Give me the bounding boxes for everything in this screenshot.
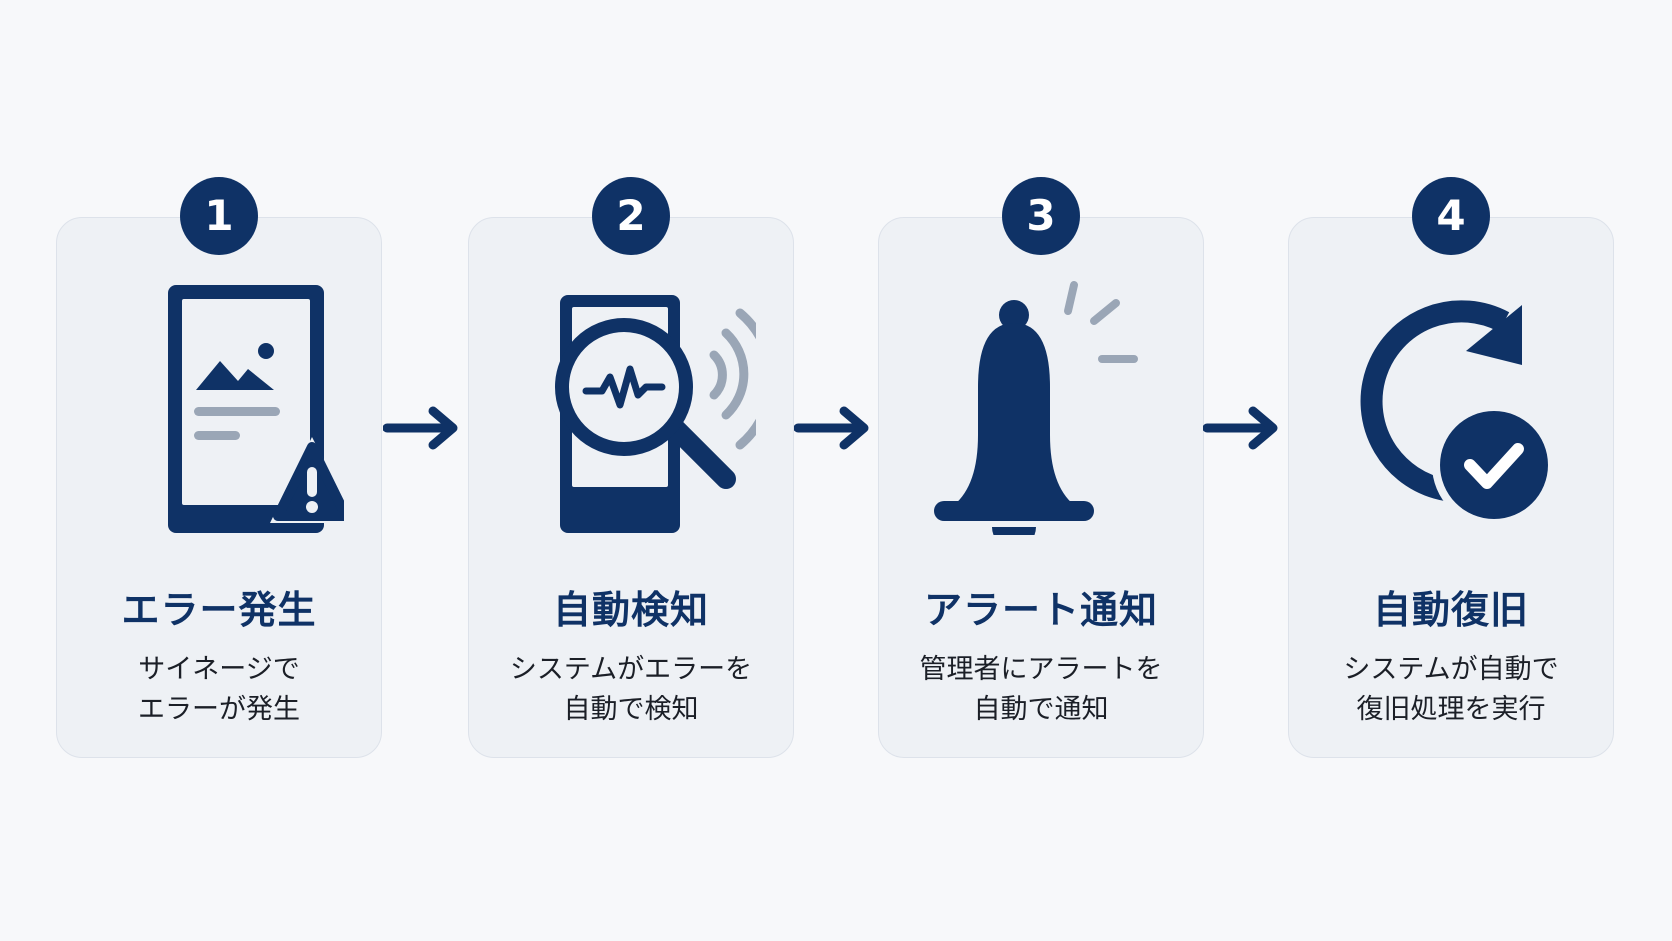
step-description-line: システムがエラーを	[509, 654, 753, 685]
refresh-check-icon	[1326, 275, 1576, 535]
arrow-right-icon	[794, 400, 876, 456]
bell-icon	[916, 275, 1166, 535]
step-description: 管理者にアラートを 自動で通知	[878, 650, 1204, 730]
step-title: 自動検知	[552, 588, 709, 632]
step-number-badge: 4	[1412, 177, 1490, 255]
step-description: システムがエラーを 自動で検知	[468, 650, 794, 730]
step-3: 3 アラート通知 管理者にアラートを 自動で通知	[878, 177, 1204, 758]
step-description-line: 自動で通知	[973, 694, 1109, 725]
step-description-line: サイネージで	[138, 654, 300, 685]
step-1: 1 エラー発生 サイネージで エラーが発生	[56, 177, 382, 758]
step-4: 4 自動復旧 システムが自動で 復旧処理を実行	[1288, 177, 1614, 758]
step-description-line: エラーが発生	[138, 694, 300, 725]
step-2: 2 自動検知 システムがエラーを 自動で検知	[468, 177, 794, 758]
arrow-right-icon	[383, 400, 465, 456]
step-description-line: 管理者にアラートを	[919, 654, 1163, 685]
step-title: エラー発生	[121, 588, 317, 632]
step-number-badge: 2	[592, 177, 670, 255]
arrow-right-icon	[1203, 400, 1285, 456]
step-description: サイネージで エラーが発生	[56, 650, 382, 730]
step-description-line: システムが自動で	[1343, 654, 1559, 685]
magnifier-pulse-icon	[506, 275, 756, 535]
step-title: アラート通知	[923, 588, 1158, 632]
step-number-badge: 3	[1002, 177, 1080, 255]
step-title: 自動復旧	[1372, 588, 1529, 632]
step-number-badge: 1	[180, 177, 258, 255]
step-description-line: 自動で検知	[563, 694, 699, 725]
step-description: システムが自動で 復旧処理を実行	[1288, 650, 1614, 730]
step-description-line: 復旧処理を実行	[1356, 694, 1546, 725]
phone-with-warning-icon	[94, 275, 344, 535]
